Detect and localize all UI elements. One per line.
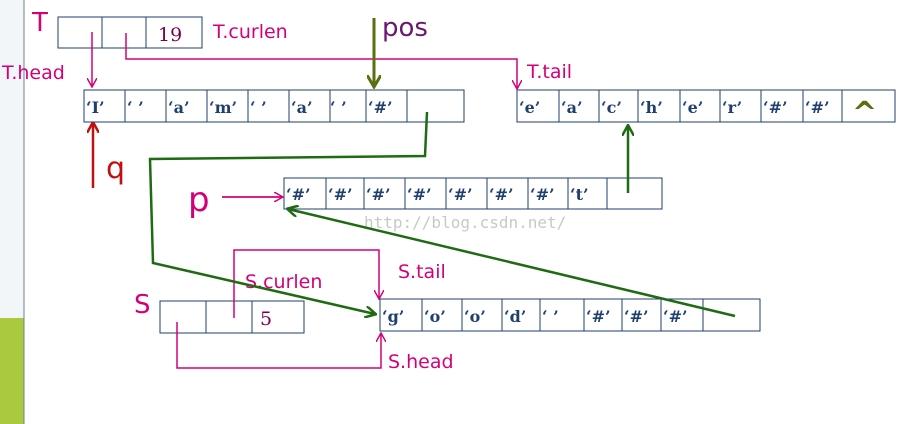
s-tail-arrow <box>233 249 379 318</box>
chunk-t3-frame <box>516 89 896 123</box>
t-tail-arrow <box>125 33 517 88</box>
chunk-t3-char: ‘e’ <box>519 98 540 117</box>
chunk-t2-char: ‘#’ <box>366 185 391 204</box>
s-curlen-field <box>251 300 305 334</box>
chunk-t3-char: ‘r’ <box>722 98 742 117</box>
chunk-t1-char: ‘ ’ <box>127 98 144 117</box>
chunk-t1: ‘I’ ‘ ’ ‘a’ ‘m’ ‘ ’ ‘a’ ‘ ’ ‘#’ <box>83 89 465 123</box>
chunk-t1-char: ‘a’ <box>291 98 313 117</box>
chunk-t3-char: ‘#’ <box>805 98 830 117</box>
t-curlen-field <box>145 16 203 49</box>
chunk-t2-char: ‘t’ <box>570 185 589 204</box>
chunk-t2: ‘#’ ‘#’ ‘#’ ‘#’ ‘#’ ‘#’ ‘#’ ‘t’ <box>283 177 663 210</box>
p-label: p <box>188 180 210 220</box>
s-header-struct <box>159 300 305 334</box>
t-curlen-label: T.curlen <box>212 21 288 43</box>
t-tail-label: T.tail <box>526 61 572 83</box>
s-struct-label: S <box>134 290 151 320</box>
chunk-t2-char: ‘#’ <box>328 185 353 204</box>
s-head-field <box>159 300 207 334</box>
null-pointer-symbol: ^ <box>852 96 877 131</box>
chunk-t3-char: ‘a’ <box>561 98 583 117</box>
s-curlen-value: 5 <box>260 308 272 330</box>
chunk-t1-char: ‘#’ <box>368 98 393 117</box>
t-struct-label: T <box>31 8 48 38</box>
chunk-t2-char: ‘#’ <box>530 185 555 204</box>
slide-edge-accent <box>0 318 24 424</box>
t-curlen-value: 19 <box>158 24 182 46</box>
t-header-struct <box>57 16 203 49</box>
chunk-t1-char: ‘ ’ <box>250 98 267 117</box>
chunk-s1-char: ‘d’ <box>504 307 526 326</box>
s1-to-t2-link-arrow <box>288 209 736 318</box>
chunk-t1-char: ‘ ’ <box>330 98 347 117</box>
chunk-t3-char: ‘h’ <box>640 98 663 117</box>
chunk-s1-char: ‘#’ <box>624 307 649 326</box>
chunk-t2-char: ‘#’ <box>286 185 311 204</box>
s-tail-field <box>205 300 253 334</box>
watermark: http://blog.csdn.net/ <box>364 213 566 232</box>
chunk-s1-char: ‘g’ <box>382 307 404 326</box>
chunk-t2-char: ‘#’ <box>489 185 514 204</box>
chunk-t3-char: ‘#’ <box>763 98 788 117</box>
chunk-s1-frame <box>379 298 761 332</box>
s-tail-label: S.tail <box>398 261 446 283</box>
chunk-t2-char: ‘#’ <box>407 185 432 204</box>
chunk-t3-char: ‘c’ <box>601 98 622 117</box>
pos-label: pos <box>382 13 428 43</box>
q-label: q <box>106 151 125 186</box>
t1-to-s1-link-arrow <box>148 111 429 314</box>
chunk-s1-char: ‘o’ <box>424 307 446 326</box>
chunk-s1-char: ‘o’ <box>464 307 486 326</box>
slide-edge-top <box>0 0 24 318</box>
t-head-field <box>57 16 103 49</box>
chunk-s1-char: ‘#’ <box>586 307 611 326</box>
chunk-s1-char: ‘ ’ <box>542 307 559 326</box>
chunk-t2-frame <box>283 177 663 210</box>
chunk-t1-char: ‘m’ <box>209 98 237 117</box>
chunk-t3-char: ‘e’ <box>682 98 703 117</box>
chunk-s1: ‘g’ ‘o’ ‘o’ ‘d’ ‘ ’ ‘#’ ‘#’ ‘#’ <box>379 298 761 332</box>
s-head-arrow <box>176 322 381 369</box>
chunk-t1-char: ‘I’ <box>86 98 105 117</box>
chunk-s1-char: ‘#’ <box>663 307 688 326</box>
t-head-label: T.head <box>1 62 65 84</box>
chunk-t3: ‘e’ ‘a’ ‘c’ ‘h’ ‘e’ ‘r’ ‘#’ ‘#’ <box>516 89 896 123</box>
s-head-label: S.head <box>388 351 454 373</box>
s-curlen-label: S.curlen <box>245 271 322 293</box>
chunk-t2-char: ‘#’ <box>448 185 473 204</box>
chunk-t1-frame <box>83 89 465 123</box>
t-tail-field <box>101 16 147 49</box>
chunk-t1-char: ‘a’ <box>168 98 190 117</box>
